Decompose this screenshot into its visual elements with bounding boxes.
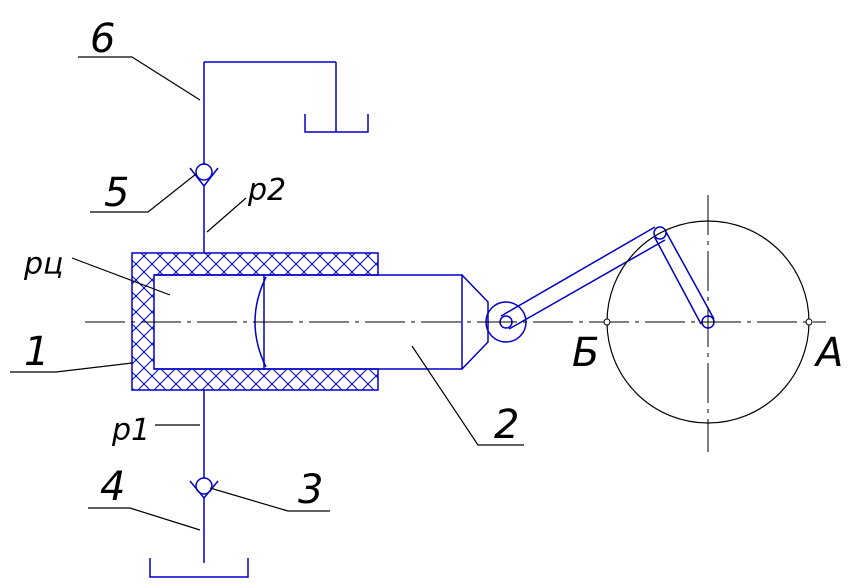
suction-valve-seat bbox=[189, 480, 219, 500]
label-6: 6 bbox=[90, 16, 115, 62]
label-4: 4 bbox=[100, 464, 125, 510]
leader-3 bbox=[209, 487, 330, 512]
crank-arm bbox=[653, 229, 715, 329]
point-a-marker bbox=[805, 318, 813, 326]
leader-5 bbox=[90, 173, 197, 213]
leader-p2 bbox=[206, 197, 247, 233]
discharge-valve bbox=[189, 163, 219, 188]
leader-lines bbox=[10, 56, 524, 531]
label-2: 2 bbox=[494, 402, 519, 448]
crank-arm-edge-right bbox=[664, 229, 715, 320]
label-1: 1 bbox=[24, 329, 49, 375]
suction-valve-ball bbox=[195, 477, 213, 495]
discharge-valve-ball bbox=[195, 163, 213, 181]
discharge-valve-seat bbox=[189, 167, 219, 188]
label-pc: pц bbox=[23, 247, 63, 282]
suction-line bbox=[149, 390, 249, 578]
leader-6 bbox=[78, 56, 201, 101]
label-a: А bbox=[813, 330, 843, 376]
leader-pc bbox=[71, 257, 171, 296]
crank-arm-edge-left bbox=[653, 235, 702, 325]
suction-tank bbox=[149, 558, 249, 578]
leader-1 bbox=[10, 362, 133, 373]
connecting-rod-edge-top bbox=[500, 226, 656, 317]
point-b-marker bbox=[603, 318, 611, 326]
label-3: 3 bbox=[298, 467, 323, 513]
label-p2: p2 bbox=[247, 173, 286, 208]
discharge-line bbox=[203, 61, 369, 253]
label-b: Б bbox=[572, 330, 599, 376]
cylinder-body bbox=[131, 252, 379, 391]
label-5: 5 bbox=[104, 170, 129, 216]
leader-4 bbox=[88, 507, 201, 531]
connecting-rod bbox=[500, 226, 667, 330]
suction-valve bbox=[189, 477, 219, 500]
leader-2 bbox=[411, 345, 524, 446]
discharge-tank bbox=[304, 114, 369, 133]
label-p1: p1 bbox=[111, 413, 150, 448]
connecting-rod-edge-bottom bbox=[508, 239, 666, 330]
